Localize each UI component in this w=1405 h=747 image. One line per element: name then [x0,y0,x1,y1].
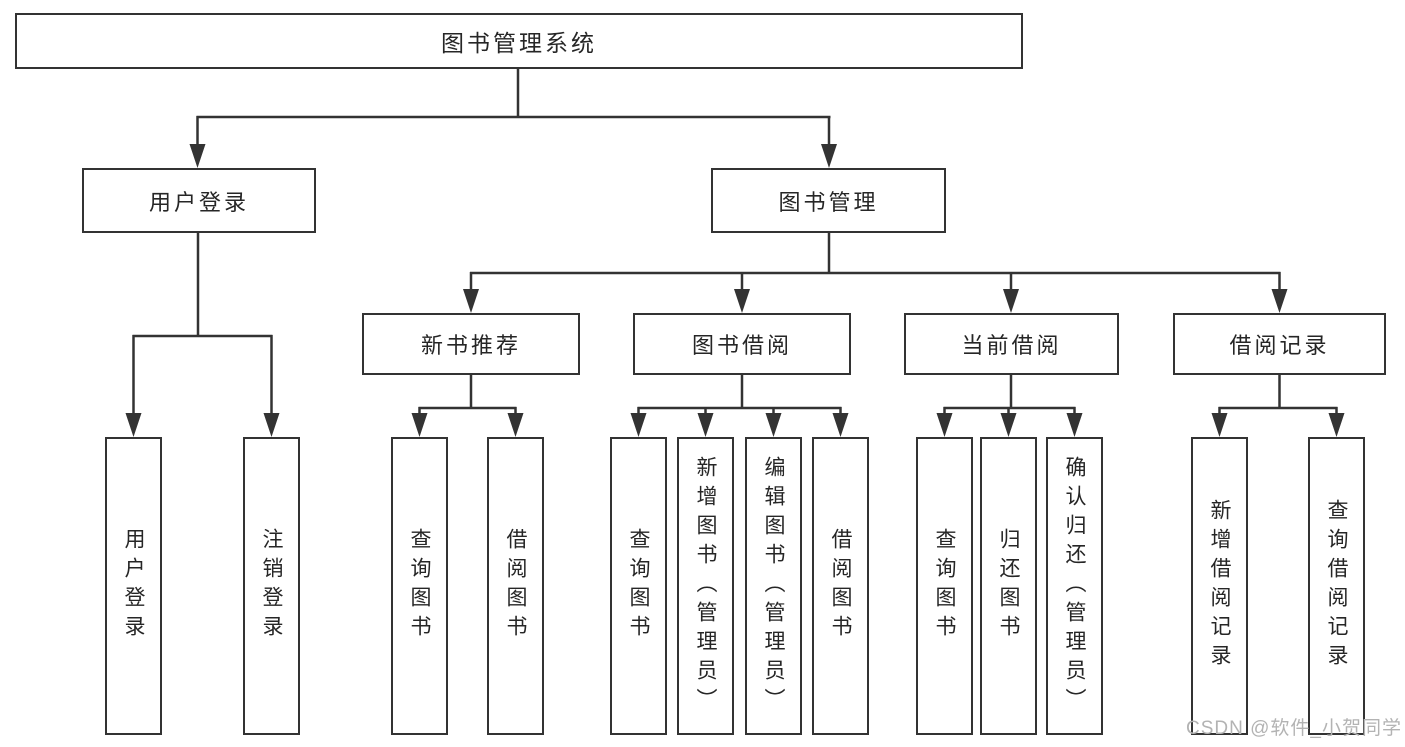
node-current-borrowing: 当前借阅 [904,313,1119,375]
node-borrowing-records: 借阅记录 [1173,313,1386,375]
connector-bookmgmt-to-level3 [463,232,1288,313]
leaf-confirm-return-admin: 确认归还（管理员） [1046,437,1103,735]
node-new-book-recommendation: 新书推荐 [362,313,580,375]
leaf-query-borrow-record: 查询借阅记录 [1308,437,1365,735]
connector-userlogin-to-leaves [125,232,280,437]
connector-newbook-to-leaves [411,375,524,437]
arrowhead-icon [630,413,647,437]
connector-bookborrow-to-leaves [630,375,849,437]
leaf-user-login: 用户登录 [105,437,162,735]
leaf-logout: 注销登录 [243,437,300,735]
leaf-add-books-admin: 新增图书（管理员） [677,437,734,735]
arrowhead-icon [832,413,849,437]
arrowhead-icon [1328,413,1345,437]
arrowhead-icon [1066,413,1083,437]
leaf-borrow-books-recommend: 借阅图书 [487,437,544,735]
arrowhead-icon [125,413,142,437]
csdn-watermark: CSDN @软件_小贺同学 [1186,718,1402,739]
arrowhead-icon [821,144,837,168]
arrowhead-icon [1003,289,1019,313]
leaf-query-books-recommend: 查询图书 [391,437,448,735]
node-user-login: 用户登录 [82,168,316,233]
arrowhead-icon [697,413,714,437]
node-book-management: 图书管理 [711,168,946,233]
arrowhead-icon [734,289,750,313]
leaf-return-books: 归还图书 [980,437,1037,735]
leaf-query-books-current: 查询图书 [916,437,973,735]
connector-currentborrow-to-leaves [936,375,1083,437]
connector-root-to-level2 [189,69,837,168]
leaf-add-borrow-record: 新增借阅记录 [1191,437,1248,735]
arrowhead-icon [1211,413,1228,437]
leaf-borrow-books: 借阅图书 [812,437,869,735]
arrowhead-icon [463,289,479,313]
arrowhead-icon [1000,413,1017,437]
arrowhead-icon [507,413,524,437]
arrowhead-icon [936,413,953,437]
leaf-query-books-borrowing: 查询图书 [610,437,667,735]
arrowhead-icon [263,413,280,437]
arrowhead-icon [189,144,206,168]
arrowhead-icon [1271,289,1288,313]
leaf-edit-books-admin: 编辑图书（管理员） [745,437,802,735]
arrowhead-icon [765,413,782,437]
arrowhead-icon [411,413,428,437]
connector-borrowrecord-to-leaves [1211,375,1345,437]
node-book-borrowing: 图书借阅 [633,313,851,375]
node-library-management-system: 图书管理系统 [15,13,1023,69]
